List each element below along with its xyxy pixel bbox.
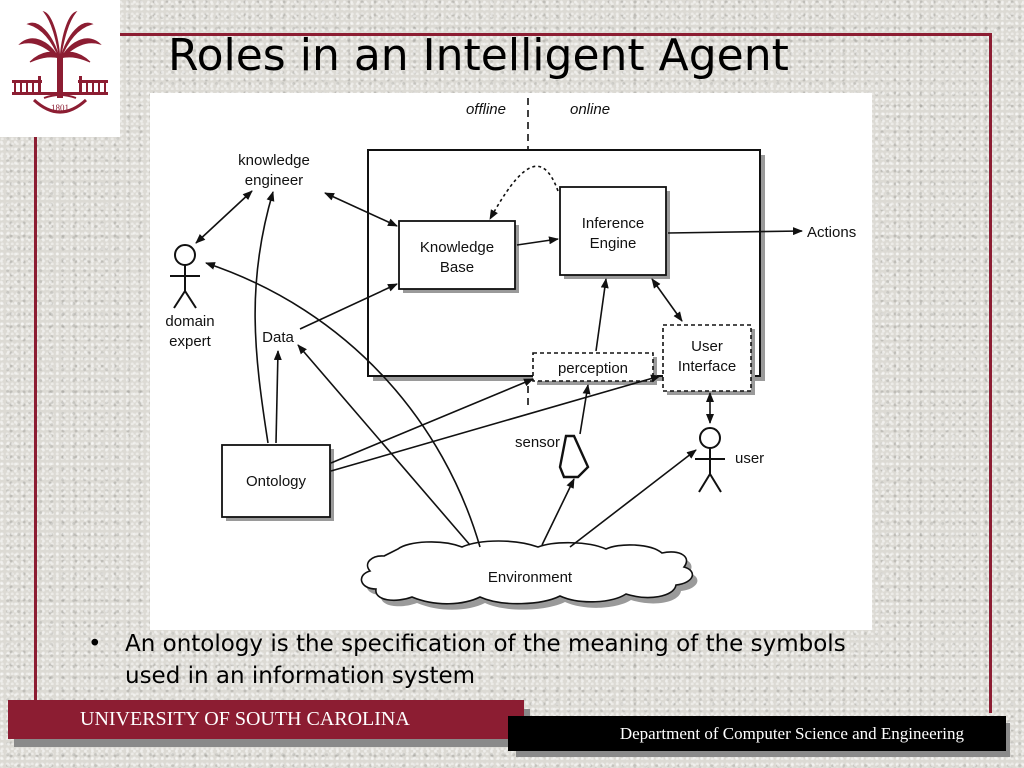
domain-expert-label-1: domain [165, 313, 214, 330]
arrow-ontology-perception [330, 378, 534, 464]
diagram-arrows [195, 165, 803, 548]
arrow-ontology-ui [330, 374, 661, 472]
offline-label: offline [466, 101, 506, 118]
data-label: Data [262, 329, 294, 346]
footer-department: Department of Computer Science and Engin… [508, 716, 1006, 751]
user-interface-label-2: Interface [678, 358, 736, 375]
arrow-expert-engineer [195, 190, 253, 244]
arrow-environment-data [297, 344, 471, 546]
inference-engine-label-1: Inference [582, 215, 645, 232]
arrow-engineer-kb [324, 192, 398, 227]
arrow-sensor-perception [579, 384, 591, 435]
ontology-node [221, 444, 331, 518]
environment-label: Environment [488, 569, 573, 586]
inference-engine-node [559, 186, 667, 276]
user-interface-node [662, 324, 752, 392]
arrow-environment-expert [205, 262, 481, 548]
footer-university: UNIVERSITY OF SOUTH CAROLINA [8, 700, 524, 739]
perception-node [532, 352, 654, 382]
arrow-data-kb [299, 283, 398, 330]
bullet-marker: • [88, 631, 102, 657]
arrow-inference-actions [667, 227, 803, 236]
knowledge-base-label-1: Knowledge [420, 239, 494, 256]
bullet-item: An ontology is the specification of the … [125, 631, 846, 689]
perception-label: perception [558, 360, 628, 377]
domain-expert-figure [170, 244, 200, 309]
arrow-inference-kb-dotted [489, 165, 559, 220]
user-interface-label-1: User [691, 338, 723, 355]
arrow-ontology-engineer [254, 191, 275, 444]
agent-roles-diagram: offline online Knowledge Base Inference … [150, 93, 872, 630]
frame-right-rule [989, 33, 992, 713]
actions-label: Actions [807, 224, 856, 241]
arrow-ontology-data [273, 350, 282, 444]
knowledge-base-label-2: Base [440, 259, 474, 276]
arrow-environment-sensor [541, 478, 575, 546]
arrow-kb-inference [516, 236, 559, 246]
knowledge-engineer-label-1: knowledge [238, 152, 310, 169]
online-label: online [570, 101, 610, 118]
slide-title: Roles in an Intelligent Agent [168, 30, 789, 81]
logo-area: 1801 [0, 0, 120, 137]
user-label: user [735, 450, 764, 467]
user-figure [695, 427, 725, 493]
arrow-environment-user [569, 449, 697, 548]
domain-expert-label-2: expert [169, 333, 212, 350]
environment-cloud [360, 540, 698, 610]
knowledge-base-node [398, 220, 516, 290]
knowledge-engineer-label-2: engineer [245, 172, 303, 189]
frame-top-rule [120, 33, 992, 36]
logo-year: 1801 [51, 103, 69, 113]
arrow-inference-ui [651, 278, 683, 322]
ontology-label: Ontology [246, 473, 307, 490]
arrow-perception-inference [595, 278, 609, 352]
sensor-label: sensor [515, 434, 560, 451]
palmetto-tree-icon: 1801 [12, 10, 108, 114]
sensor-shape [558, 434, 590, 479]
inference-engine-label-2: Engine [590, 235, 637, 252]
frame-left-rule [34, 137, 37, 709]
